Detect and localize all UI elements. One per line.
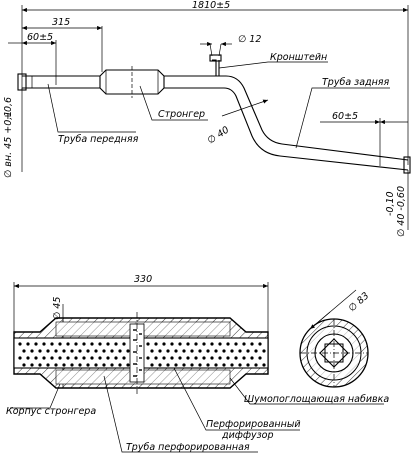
dim-bracket-diameter: ∅ 12	[238, 34, 261, 45]
dim-rear-diameter: ∅ 40 -0,60	[396, 186, 407, 237]
dim-section-diameter: ∅ 83	[347, 290, 372, 314]
dim-strong-diameter: ∅ 45	[52, 297, 63, 320]
stronger-section: 330 ∅ 45	[6, 274, 389, 453]
leader-front-pipe	[47, 83, 136, 133]
label-stronger: Стронгер	[158, 109, 205, 120]
leader-perforated-pipe	[103, 375, 258, 453]
dim-overall: 1810±5	[192, 0, 230, 11]
leader-sound-absorbing	[229, 377, 384, 405]
leader-stronger	[139, 85, 208, 121]
label-perforated-pipe: Труба перфорированная	[126, 442, 250, 453]
leader-rear-pipe	[295, 87, 390, 149]
rear-pipe-end	[403, 156, 411, 174]
dim-rear-tol: -0,10	[385, 191, 396, 216]
dim-front-inner-diameter: ∅ вн. 45 +0,1	[3, 111, 14, 178]
bracket	[212, 59, 220, 76]
dim-bend-diameter: ∅ 40	[206, 125, 232, 147]
rear-pipe-bottom	[164, 87, 409, 171]
label-stronger-body: Корпус стронгера	[6, 406, 96, 417]
leader-diffuser	[173, 367, 300, 431]
front-pipe	[22, 75, 100, 89]
label-diffuser-2: диффузор	[221, 430, 274, 441]
rear-pipe-top	[164, 75, 409, 161]
top-view: 1810±5 315 60±5 ∅ 12 Кронштейн	[3, 0, 411, 237]
label-bracket: Кронштейн	[270, 52, 327, 63]
dim-front: 315	[52, 17, 70, 28]
dim-front-inner-tol: +0,6	[3, 97, 14, 120]
leader-stronger-body	[10, 383, 61, 409]
dim-rear-end: 60±5	[332, 111, 358, 122]
dim-strong-length: 330	[134, 274, 152, 285]
label-front-pipe: Труба передняя	[58, 134, 139, 145]
leader-bracket	[218, 61, 328, 69]
cross-section: ∅ 83	[299, 289, 372, 388]
label-sound-absorbing: Шумопоглощающая набивка	[244, 394, 389, 405]
label-diffuser-1: Перфорированный	[206, 419, 301, 430]
perforation-dots	[18, 342, 266, 367]
dim-front-end: 60±5	[27, 32, 53, 43]
label-rear-pipe: Труба задняя	[322, 77, 390, 88]
